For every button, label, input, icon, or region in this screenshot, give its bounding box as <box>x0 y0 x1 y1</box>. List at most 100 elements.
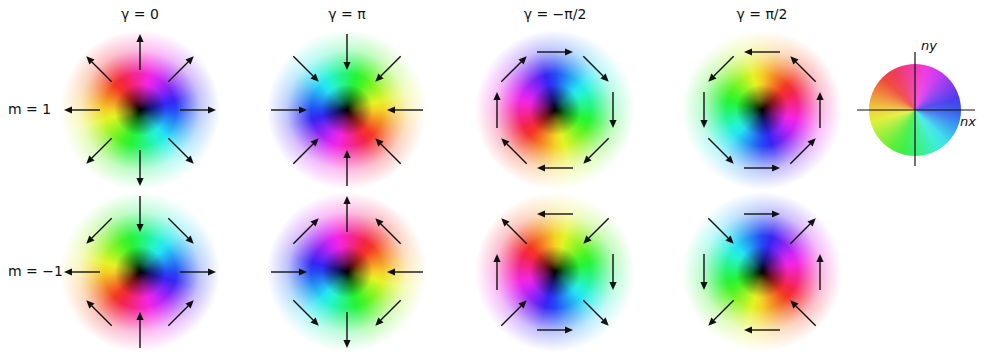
spin-arrow-shaft <box>92 138 112 158</box>
spin-arrow-head <box>86 156 94 164</box>
spin-arrow-shaft <box>752 51 780 52</box>
spin-arrow-head <box>64 268 72 275</box>
spin-arrow-shaft <box>612 92 613 120</box>
spin-arrow-head <box>772 164 780 171</box>
spin-arrow-head <box>609 120 616 128</box>
spin-arrow-shaft <box>708 218 728 238</box>
spin-arrow-head <box>343 340 350 348</box>
spin-arrow-shaft <box>703 254 704 282</box>
spin-arrow-head <box>311 318 319 326</box>
spin-arrow-head <box>86 56 94 64</box>
skyrmion-texture <box>475 192 635 352</box>
spin-arrow-head <box>708 74 716 82</box>
spin-arrow-shaft <box>714 300 734 320</box>
spin-arrow-shaft <box>168 138 188 158</box>
spin-arrow-shaft <box>92 306 112 326</box>
spin-arrow-head <box>136 312 143 320</box>
spin-arrow-shaft <box>139 150 140 178</box>
gamma-label: γ = −π/2 <box>524 6 587 23</box>
spin-arrow-head <box>609 282 616 290</box>
spin-arrow-shaft <box>168 306 188 326</box>
spin-arrow-head <box>208 106 216 113</box>
spin-arrow-shaft <box>583 56 603 76</box>
spin-arrow-shaft <box>501 306 521 326</box>
spin-arrow-shaft <box>796 62 816 82</box>
axis-label: ny <box>921 38 937 54</box>
spin-arrow-shaft <box>271 271 299 272</box>
spin-arrow-shaft <box>819 100 820 128</box>
spin-arrow-head <box>601 318 609 326</box>
spin-arrow-head <box>537 210 545 217</box>
spin-arrow-head <box>519 56 527 64</box>
spin-arrow-shaft <box>796 306 816 326</box>
spin-arrow-head <box>311 138 319 146</box>
spin-arrow-head <box>583 236 591 244</box>
spin-arrow-shaft <box>703 92 704 120</box>
axis-label: nx <box>960 114 976 130</box>
spin-arrow-head <box>136 34 143 42</box>
spin-arrow-head <box>299 106 307 113</box>
spin-arrow-shaft <box>507 224 527 244</box>
skyrmion-texture <box>682 192 842 352</box>
spin-arrow-head <box>136 224 143 232</box>
spin-arrow-head <box>744 48 752 55</box>
spin-arrow-shaft <box>180 271 208 272</box>
spin-arrow-head <box>700 120 707 128</box>
spin-arrow-shaft <box>545 167 573 168</box>
spin-arrow-shaft <box>744 213 772 214</box>
spin-arrow-head <box>790 300 798 308</box>
spin-arrow-shaft <box>139 320 140 348</box>
spin-arrow-head <box>565 48 573 55</box>
spin-arrow-shaft <box>819 262 820 290</box>
skyrmion-texture <box>475 30 635 190</box>
skyrmion-texture <box>682 30 842 190</box>
spin-arrow-head <box>493 254 500 262</box>
spin-arrow-shaft <box>346 312 347 340</box>
spin-arrow-head <box>136 178 143 186</box>
spin-arrow-head <box>86 236 94 244</box>
spin-arrow-head <box>816 92 823 100</box>
spin-arrow-head <box>186 300 194 308</box>
spin-arrow-head <box>772 210 780 217</box>
spin-arrow-head <box>387 268 395 275</box>
spin-arrow-shaft <box>395 271 423 272</box>
spin-arrow-head <box>744 326 752 333</box>
spin-arrow-shaft <box>708 138 728 158</box>
spin-arrow-head <box>86 300 94 308</box>
spin-arrow-head <box>708 318 716 326</box>
spin-arrow-head <box>343 150 350 158</box>
spin-arrow-shaft <box>293 56 313 76</box>
spin-arrow-head <box>501 218 509 226</box>
spin-arrow-shaft <box>501 62 521 82</box>
spin-arrow-head <box>64 106 72 113</box>
spin-arrow-shaft <box>92 62 112 82</box>
spin-arrow-shaft <box>293 224 313 244</box>
spin-arrow-shaft <box>714 56 734 76</box>
spin-arrow-head <box>375 138 383 146</box>
spin-arrow-shaft <box>583 300 603 320</box>
spin-arrow-head <box>299 268 307 275</box>
spin-arrow-shaft <box>537 51 565 52</box>
gamma-label: γ = π <box>328 6 365 23</box>
spin-arrow-head <box>808 138 816 146</box>
spin-arrow-head <box>311 218 319 226</box>
spin-arrow-head <box>343 62 350 70</box>
spin-arrow-shaft <box>496 262 497 290</box>
spin-arrow-shaft <box>346 34 347 62</box>
spin-arrow-head <box>601 74 609 82</box>
spin-arrow-shaft <box>537 329 565 330</box>
spin-arrow-shaft <box>381 300 401 320</box>
spin-arrow-head <box>565 326 573 333</box>
spin-arrow-shaft <box>496 100 497 128</box>
spin-arrow-head <box>375 74 383 82</box>
gamma-label: γ = π/2 <box>737 6 788 23</box>
spin-arrow-head <box>208 268 216 275</box>
spin-arrow-head <box>700 282 707 290</box>
spin-arrow-shaft <box>395 109 423 110</box>
spin-arrow-shaft <box>180 109 208 110</box>
spin-arrow-head <box>387 106 395 113</box>
spin-arrow-head <box>343 196 350 204</box>
spin-arrow-shaft <box>545 213 573 214</box>
spin-arrow-shaft <box>72 271 100 272</box>
